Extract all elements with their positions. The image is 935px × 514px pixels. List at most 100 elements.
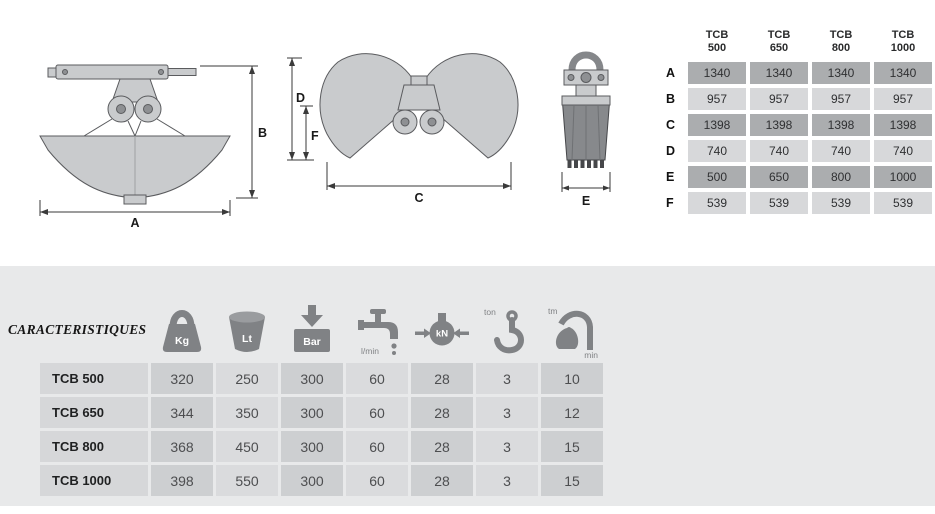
dim-cell: 1398: [874, 114, 932, 136]
spec-cell: 344: [151, 397, 213, 428]
flow-icon: l/min: [358, 309, 398, 356]
lifting-moment-unit-label: tm: [548, 306, 557, 316]
spec-col-weight: Kg: [151, 292, 213, 360]
dim-col-header: TCB 1000: [874, 24, 932, 58]
dim-label-b: B: [258, 126, 267, 140]
dim-label-d: D: [296, 91, 305, 105]
dim-cell: 740: [688, 140, 746, 162]
dim-cell: 1398: [812, 114, 870, 136]
pressure-unit-label: Bar: [303, 336, 321, 348]
dim-cell: 1000: [874, 166, 932, 188]
pressure-icon: Bar: [294, 305, 330, 352]
lifting-moment-unit-sublabel: min: [584, 350, 598, 360]
spec-cell: 60: [346, 363, 408, 394]
spec-cell: 60: [346, 431, 408, 462]
spec-col-pressure: Bar: [281, 292, 343, 360]
spec-col-load: ton: [476, 292, 538, 360]
table-corner: [666, 24, 684, 58]
spec-cell: 3: [476, 431, 538, 462]
spec-cell: 12: [541, 397, 603, 428]
dim-cell: 1340: [812, 62, 870, 84]
flow-unit-label: l/min: [361, 346, 379, 356]
weight-icon: Kg: [162, 310, 202, 352]
dim-cell: 1340: [874, 62, 932, 84]
dim-cell: 1340: [750, 62, 808, 84]
dim-label-f: F: [311, 129, 319, 143]
dim-cell: 740: [812, 140, 870, 162]
spec-col-closing-force: kN: [411, 292, 473, 360]
spec-cell: 28: [411, 431, 473, 462]
dim-cell: 1340: [688, 62, 746, 84]
dim-cell: 1398: [688, 114, 746, 136]
dim-col-header-line2: 800: [831, 42, 851, 55]
dim-row-label: A: [666, 66, 676, 80]
drawing-open-grab: C D F: [287, 53, 519, 205]
spec-cell: 550: [216, 465, 278, 496]
dim-label-c: C: [414, 191, 423, 205]
spec-col-model: [40, 292, 148, 360]
dim-label-a: A: [130, 216, 139, 230]
spec-cell: 300: [281, 465, 343, 496]
dim-col-header-line2: 650: [769, 42, 789, 55]
dim-cell: 500: [688, 166, 746, 188]
spec-row-model: TCB 500: [40, 363, 148, 394]
dim-cell: 539: [812, 192, 870, 214]
dim-row-label: C: [666, 118, 676, 132]
dim-col-header: TCB 650: [750, 24, 808, 58]
spec-col-flow: l/min: [346, 292, 408, 360]
spec-row-model: TCB 650: [40, 397, 148, 428]
spec-cell: 10: [541, 363, 603, 394]
dim-col-header: TCB 500: [688, 24, 746, 58]
spec-col-capacity: Lt: [216, 292, 278, 360]
dim-row-label: D: [666, 144, 676, 158]
dim-row-label: E: [666, 170, 675, 184]
dim-col-header-line1: TCB: [829, 28, 853, 41]
spec-cell: 368: [151, 431, 213, 462]
spec-cell: 398: [151, 465, 213, 496]
lifting-moment-icon: tm min: [548, 306, 598, 360]
weight-unit-label: Kg: [175, 335, 189, 347]
characteristics-title: CARACTERISTIQUES: [8, 322, 147, 337]
spec-row-model: TCB 1000: [40, 465, 148, 496]
dim-col-header-line2: 500: [707, 42, 727, 55]
spec-cell: 15: [541, 431, 603, 462]
spec-cell: 28: [411, 465, 473, 496]
spec-cell: 450: [216, 431, 278, 462]
spec-cell: 3: [476, 363, 538, 394]
spec-cell: 3: [476, 397, 538, 428]
dim-cell: 957: [874, 88, 932, 110]
dim-cell: 650: [750, 166, 808, 188]
spec-cell: 250: [216, 363, 278, 394]
dim-cell: 539: [750, 192, 808, 214]
dim-cell: 1398: [750, 114, 808, 136]
dim-cell: 800: [812, 166, 870, 188]
dim-col-header-line1: TCB: [767, 28, 791, 41]
dim-col-header-line2: 1000: [890, 42, 916, 55]
dim-row-label: B: [666, 92, 676, 106]
dim-cell: 957: [812, 88, 870, 110]
drawing-side-view: E: [561, 51, 611, 208]
load-unit-label: ton: [484, 307, 496, 317]
dim-col-header: TCB 800: [812, 24, 870, 58]
drawing-closed-grab-front: A B: [39, 64, 267, 230]
spec-cell: 300: [281, 363, 343, 394]
load-icon: ton: [484, 307, 524, 354]
closing-force-unit-label: kN: [436, 329, 448, 340]
spec-cell: 3: [476, 465, 538, 496]
dim-cell: 957: [688, 88, 746, 110]
closing-force-icon: kN: [415, 313, 469, 346]
dim-col-header-line1: TCB: [705, 28, 729, 41]
spec-cell: 350: [216, 397, 278, 428]
spec-row-model: TCB 800: [40, 431, 148, 462]
spec-cell: 28: [411, 363, 473, 394]
dim-col-header-line1: TCB: [891, 28, 915, 41]
characteristics-table: Kg Lt Bar: [40, 292, 603, 496]
dim-cell: 957: [750, 88, 808, 110]
spec-cell: 60: [346, 397, 408, 428]
dim-cell: 539: [874, 192, 932, 214]
dim-label-e: E: [582, 194, 590, 208]
spec-cell: 300: [281, 397, 343, 428]
dimensions-table: TCB 500 TCB 650 TCB 800 TCB 1000 A 1340 …: [666, 24, 932, 214]
spec-cell: 320: [151, 363, 213, 394]
